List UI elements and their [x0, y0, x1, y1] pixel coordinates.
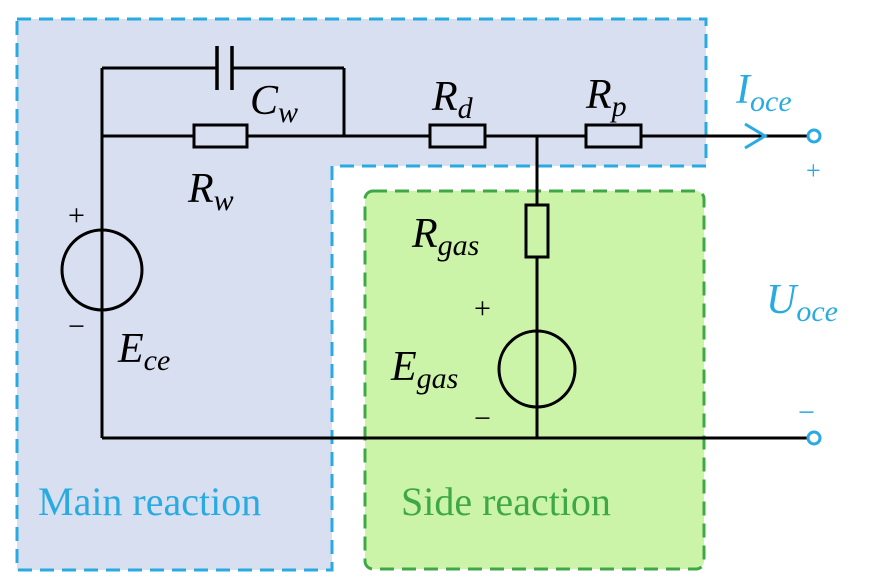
- main-reaction-label: Main reaction: [38, 479, 261, 524]
- terminal-minus-sign: −: [798, 396, 815, 429]
- capacitor-cw: [215, 46, 234, 90]
- resistor-rd: [428, 123, 487, 149]
- resistor-rp: [584, 123, 643, 149]
- label-rp: Rp: [585, 72, 627, 123]
- resistor-rgas: [524, 203, 550, 259]
- label-cw: Cw: [250, 78, 298, 129]
- label-egas: Egas: [390, 344, 458, 395]
- resistor-rw: [192, 123, 249, 149]
- main-reaction-region: [15, 17, 708, 572]
- label-rd: Rd: [431, 74, 474, 125]
- side-reaction-label: Side reaction: [401, 479, 611, 524]
- terminal-positive: [806, 128, 822, 144]
- current-arrow-icon: [744, 122, 768, 150]
- label-rw: Rw: [187, 166, 234, 217]
- terminal-negative: [806, 430, 822, 446]
- side-reaction-region: [363, 189, 706, 571]
- label-ioce: Ioce: [735, 67, 792, 118]
- label-ece: Ece: [117, 326, 170, 377]
- voltage-source-egas: [497, 329, 577, 409]
- label-rgas: Rgas: [411, 211, 479, 262]
- egas-plus-sign: +: [474, 292, 491, 325]
- wires: [100, 66, 807, 440]
- egas-minus-sign: −: [474, 402, 491, 435]
- label-uoce: Uoce: [766, 277, 838, 328]
- ece-minus-sign: −: [68, 310, 85, 343]
- terminal-plus-sign: +: [806, 156, 821, 185]
- voltage-source-ece: [60, 228, 144, 312]
- ece-plus-sign: +: [68, 199, 85, 232]
